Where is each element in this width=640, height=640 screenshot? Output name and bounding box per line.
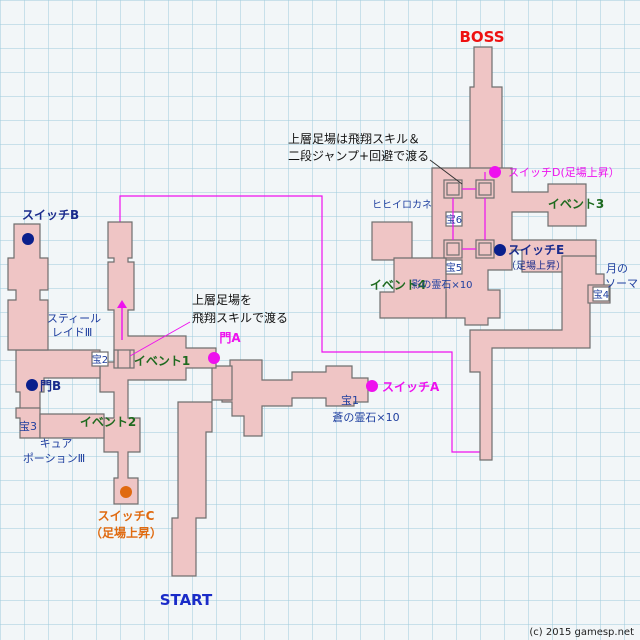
switch-e-label: スイッチE	[508, 243, 564, 257]
callout-pointer-line	[129, 321, 191, 357]
gate-a-marker	[208, 352, 220, 364]
treasure-2-item-line-1: スティール	[47, 312, 101, 325]
treasure-3-item-line-2: ポーションⅢ	[23, 452, 85, 465]
switch-a-marker	[366, 380, 378, 392]
map-labels: BOSS START (c) 2015 gamesp.net 上層足場は飛翔スキ…	[19, 28, 638, 638]
start-corridor	[171, 365, 233, 577]
start-label: START	[160, 591, 213, 609]
treasure-4-label: 宝4	[593, 288, 609, 301]
west-corridor	[15, 349, 101, 411]
platform-d-right-inner	[478, 182, 492, 196]
southwest-wing	[15, 407, 41, 439]
callout-pointer-line-d	[429, 159, 463, 185]
event-2-label: イベント2	[80, 415, 136, 429]
treasure3-wing	[39, 413, 105, 439]
treasure-5-label: 宝5	[446, 261, 462, 274]
treasure4-box	[592, 286, 610, 302]
switch-c-label: スイッチC	[98, 509, 155, 523]
event4-wall-block	[371, 221, 413, 261]
platform-e-left-inner	[446, 242, 460, 256]
treasure-5-item: 影の霊石×10	[411, 279, 472, 291]
west-cross	[99, 221, 217, 505]
treasure-2-item-line-2: レイドⅢ	[52, 326, 93, 339]
upper-note-line-1: 上層足場を	[192, 293, 252, 307]
treasure-4-item-line-2: ソーマ	[605, 277, 638, 290]
boss-label: BOSS	[459, 28, 504, 46]
gate-b-marker	[26, 379, 38, 391]
ne-chamber-details	[91, 179, 610, 369]
switch-c-sub-label: （足場上昇）	[90, 525, 162, 540]
arrow-head	[117, 300, 127, 308]
treasure-6-label: 宝6	[446, 213, 462, 226]
dungeon-floor	[7, 46, 611, 577]
gate-a-label: 門A	[219, 331, 241, 345]
switch-b-marker	[22, 233, 34, 245]
switch-d-label: スイッチD(足場上昇）	[508, 166, 620, 179]
upper-note-line-2: 飛翔スキルで渡る	[192, 310, 288, 325]
northeast-chamber	[423, 167, 597, 326]
switch-e-marker	[494, 244, 506, 256]
platform-d-left-inner	[446, 182, 460, 196]
treasure-3-item-line-1: キュア	[40, 437, 73, 450]
switch-a-label: スイッチA	[382, 380, 440, 394]
platform-center	[113, 349, 135, 369]
hidden-route-line	[119, 195, 484, 453]
event-3-label: イベント3	[548, 197, 604, 211]
treasure2-box	[91, 351, 109, 367]
upper-note-d-line-2: 二段ジャンプ+回避で渡る	[288, 148, 429, 163]
treasure-4-item-line-1: 月の	[606, 262, 628, 275]
markers	[22, 166, 506, 498]
event-1-label: イベント1	[134, 354, 190, 368]
callout-arrow	[117, 159, 463, 357]
event-4-label: イベント4	[370, 278, 426, 292]
treasure-1-label: 宝1	[341, 393, 359, 407]
treasure6-box	[445, 211, 463, 227]
treasure-2-label: 宝2	[92, 353, 108, 366]
copyright-label: (c) 2015 gamesp.net	[529, 627, 634, 638]
treasure5-box	[445, 259, 463, 275]
treasure-6-item: ヒヒイロカネ	[372, 199, 432, 211]
switch-e-sub-label: （足場上昇）	[506, 259, 566, 272]
switch-d-marker	[489, 166, 501, 178]
treasure-1-item: 蒼の霊石×10	[332, 411, 399, 424]
east-corridor	[469, 255, 605, 461]
northwest-tower	[7, 223, 49, 351]
switch-c-marker	[120, 486, 132, 498]
gate-b-label: 門B	[40, 379, 61, 393]
central-chamber	[221, 359, 369, 437]
treasure-3-label: 宝3	[19, 419, 37, 433]
ne-hidden-links	[452, 172, 486, 250]
platform-e-right-inner	[478, 242, 492, 256]
switch-b-label: スイッチB	[22, 208, 79, 222]
upper-note-d-line-1: 上層足場は飛翔スキル＆	[288, 132, 420, 146]
